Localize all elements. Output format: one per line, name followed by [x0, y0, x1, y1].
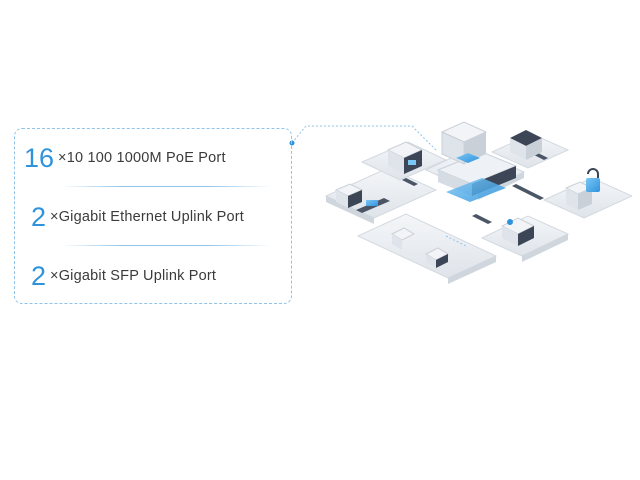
spec-count: 16	[24, 142, 55, 173]
spec-count: 2	[31, 260, 47, 291]
building-icon	[386, 141, 424, 174]
spec-sfp-uplink: 2 ×Gigabit SFP Uplink Port	[15, 247, 307, 305]
spec-label: ×Gigabit Ethernet Uplink Port	[50, 209, 245, 225]
camera-icon	[390, 227, 467, 268]
spec-count: 2	[31, 201, 47, 232]
spec-label: ×Gigabit SFP Uplink Port	[50, 268, 217, 284]
spec-divider	[61, 186, 271, 187]
network-switch-icon	[436, 151, 518, 202]
lock-icon	[564, 168, 600, 210]
spec-label: ×10 100 1000M PoE Port	[58, 150, 226, 166]
isometric-network-illustration	[324, 121, 632, 284]
building-icon	[510, 130, 542, 160]
port-spec-panel: 16 ×10 100 1000M PoE Port 2 ×Gigabit Eth…	[14, 128, 292, 304]
spec-poe-ports: 16 ×10 100 1000M PoE Port	[15, 129, 300, 187]
building-icon	[500, 217, 536, 246]
spec-ethernet-uplink: 2 ×Gigabit Ethernet Uplink Port	[15, 188, 307, 246]
router-icon	[334, 183, 378, 208]
spec-divider	[61, 245, 271, 246]
server-tower-icon	[440, 121, 488, 165]
